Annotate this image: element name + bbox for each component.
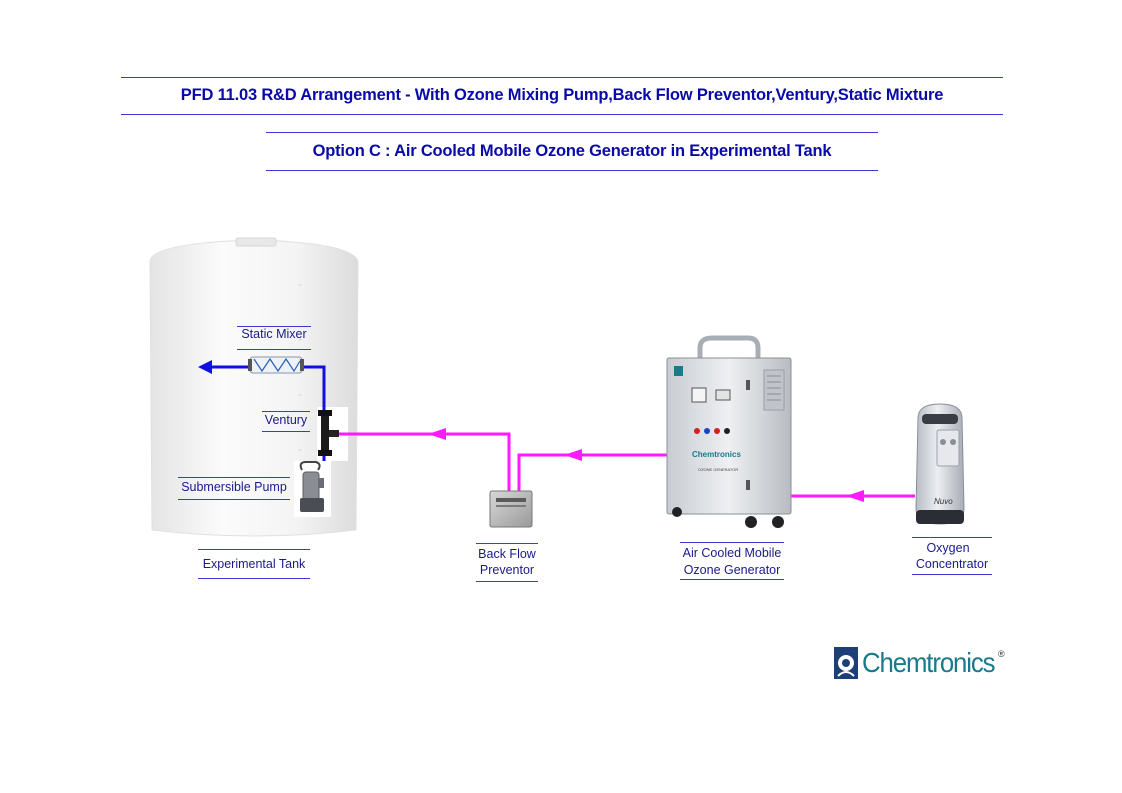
ventury-rule-bottom — [262, 431, 310, 432]
ventury-injector — [318, 410, 339, 456]
ozone-generator-rule-top — [680, 542, 784, 543]
generator-model-text: OZONE GENERATOR — [698, 467, 738, 472]
water-outlet-arrow — [198, 360, 212, 374]
back-flow-label-line1: Back Flow — [478, 547, 536, 561]
static-mixer — [248, 356, 304, 374]
ozone-generator-unit — [666, 335, 792, 528]
ozone-arrow-2 — [564, 449, 582, 461]
experimental-tank-rule-top — [198, 549, 310, 550]
back-flow-rule-top — [476, 543, 538, 544]
oxygen-rule-top — [912, 537, 992, 538]
back-flow-label-line2: Preventor — [479, 563, 535, 577]
oxygen-arrow — [846, 490, 864, 502]
experimental-tank-rule-bottom — [198, 578, 310, 579]
oxygen-concentrator-unit — [915, 403, 965, 525]
static-mixer-label: Static Mixer — [241, 327, 307, 341]
ozone-generator-label-line2: Ozone Generator — [683, 563, 781, 577]
submersible-pump-label: Submersible Pump — [181, 480, 287, 494]
generator-brand-text: Chemtronics — [692, 450, 741, 459]
back-flow-rule-bottom — [476, 581, 538, 582]
subtitle-top-rule — [266, 132, 878, 133]
submersible-pump — [294, 461, 331, 517]
ozone-generator-label-line1: Air Cooled Mobile — [682, 546, 782, 560]
chemtronics-logo: Chemtronics ® — [834, 645, 1005, 681]
ozone-arrow-1 — [428, 428, 446, 440]
ozone-generator-rule-bottom — [680, 579, 784, 580]
ventury-label: Ventury — [264, 413, 308, 427]
static-mixer-rule-top — [237, 326, 311, 327]
oxygen-label-line1: Oxygen — [926, 541, 970, 555]
oxygen-label-line2: Concentrator — [915, 557, 989, 571]
subtitle-bottom-rule — [266, 170, 878, 171]
chemtronics-logo-icon — [834, 647, 858, 679]
title-top-rule — [121, 77, 1003, 78]
submersible-pump-rule-top — [178, 477, 290, 478]
ventury-rule-top — [262, 411, 310, 412]
oxygen-rule-bottom — [912, 574, 992, 575]
static-mixer-rule-bottom — [237, 349, 311, 350]
page-subtitle: Option C : Air Cooled Mobile Ozone Gener… — [312, 142, 832, 160]
experimental-tank-label: Experimental Tank — [202, 557, 306, 571]
page-title: PFD 11.03 R&D Arrangement - With Ozone M… — [180, 86, 944, 104]
chemtronics-logo-text: Chemtronics — [862, 647, 996, 678]
submersible-pump-rule-bottom — [178, 499, 290, 500]
concentrator-brand-text: Nuvo — [934, 497, 953, 506]
title-bottom-rule — [121, 114, 1003, 115]
registered-mark: ® — [997, 649, 1005, 659]
ozone-flow-line — [339, 432, 915, 498]
back-flow-preventor — [489, 490, 533, 528]
